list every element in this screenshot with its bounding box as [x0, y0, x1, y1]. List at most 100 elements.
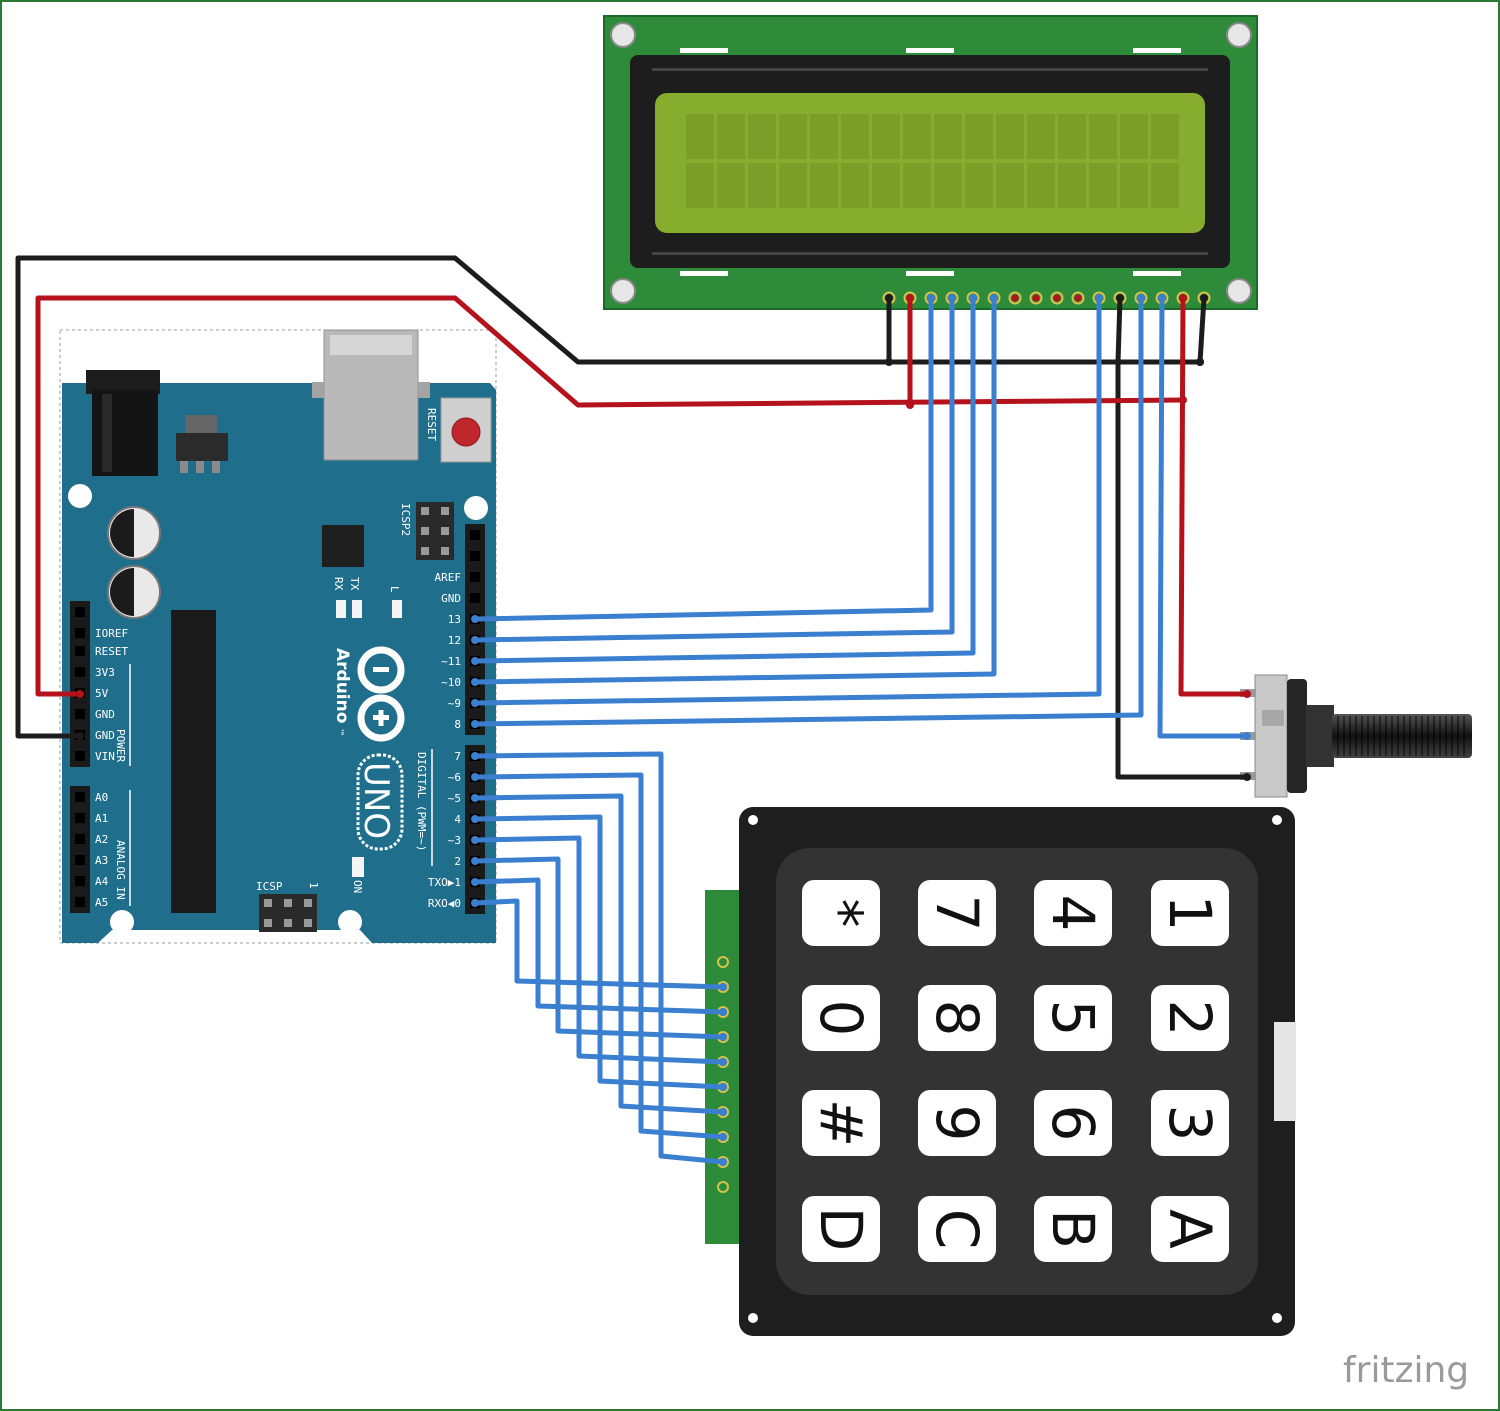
power-header-pin — [75, 667, 85, 677]
keypad-wire — [472, 877, 726, 1015]
keypad-key[interactable]: C — [918, 1196, 996, 1262]
keypad-key[interactable]: B — [1034, 1196, 1112, 1262]
on-led — [352, 857, 364, 877]
pin-label: 12 — [448, 634, 461, 647]
pot-body — [1254, 674, 1288, 798]
lcd-k-wire — [1197, 295, 1207, 365]
capacitor — [107, 565, 161, 619]
lcd-char-cell — [748, 163, 776, 208]
pin-label: A0 — [95, 791, 108, 804]
pot-knob[interactable] — [1332, 714, 1472, 758]
lcd-char-cell — [717, 114, 745, 159]
vcc-wire — [35, 295, 1186, 697]
keypad-key[interactable]: 7 — [918, 880, 996, 946]
pin-label: 4 — [454, 813, 461, 826]
pin-label: TXO▶1 — [428, 876, 461, 889]
fritzing-watermark: fritzing — [1343, 1350, 1469, 1391]
lcd-rw-pot-ground-wire — [1115, 295, 1250, 780]
analog-header — [70, 786, 90, 913]
reset-button[interactable] — [451, 417, 481, 447]
lcd-char-cell — [1027, 114, 1055, 159]
pin-label: GND — [95, 729, 115, 742]
lcd-char-cell — [841, 114, 869, 159]
keypad-wire — [472, 814, 726, 1090]
icsp-pin — [264, 919, 272, 927]
keypad-key-label: 1 — [1156, 895, 1224, 932]
keypad-key-label: 3 — [1156, 1105, 1224, 1142]
pin-label: A1 — [95, 812, 108, 825]
lcd-e-wire — [472, 295, 955, 643]
lcd-char-cell — [841, 163, 869, 208]
pin-label: 2 — [454, 855, 461, 868]
pin-label: RESET — [95, 645, 128, 658]
trademark-label: ™ — [334, 728, 344, 737]
icsp-pin — [304, 919, 312, 927]
keypad-key-label: 8 — [923, 1000, 991, 1037]
lcd-char-cell — [1089, 163, 1117, 208]
pin-label: A2 — [95, 833, 108, 846]
pin-label: 8 — [454, 718, 461, 731]
lcd-mount-hole — [1226, 278, 1252, 304]
l-led — [392, 600, 402, 618]
board-mount-hole — [338, 910, 362, 934]
keypad-key[interactable]: 6 — [1034, 1090, 1112, 1156]
keypad-key[interactable]: 1 — [1151, 880, 1229, 946]
keypad-key-label: 2 — [1156, 1000, 1224, 1037]
power-header-pin — [75, 607, 85, 617]
lcd-d6-wire — [472, 295, 1102, 706]
keypad-pin — [717, 1181, 729, 1193]
lcd-mount-hole — [1226, 22, 1252, 48]
keypad-key-label: C — [923, 1209, 991, 1250]
pin-label: 5V — [95, 687, 109, 700]
lcd-char-cell — [1089, 114, 1117, 159]
digital-header-low — [465, 745, 485, 914]
keypad-key[interactable]: 0 — [802, 985, 880, 1051]
pin-label: ~3 — [448, 834, 461, 847]
icsp-pin — [284, 899, 292, 907]
lcd-char-cell — [779, 114, 807, 159]
pin-label: 13 — [448, 613, 461, 626]
board-mount-hole — [110, 910, 134, 934]
lcd-char-cell — [1120, 114, 1148, 159]
lcd-vo-pot-wiper-wire — [1157, 295, 1250, 739]
analog-header-pin — [75, 792, 85, 802]
keypad-key[interactable]: A — [1151, 1196, 1229, 1262]
wires — [15, 255, 1251, 1166]
keypad-wire — [472, 856, 726, 1040]
pin-label: VIN — [95, 750, 115, 763]
brand-label: Arduino — [332, 648, 352, 723]
icsp2-pin — [441, 547, 449, 555]
keypad-key[interactable]: * — [802, 880, 880, 946]
pin-label: GND — [95, 708, 115, 721]
keypad-key[interactable]: 9 — [918, 1090, 996, 1156]
keypad-key-label: 6 — [1039, 1105, 1107, 1142]
keypad-wire — [472, 793, 726, 1115]
keypad-key[interactable]: 8 — [918, 985, 996, 1051]
keypad-key[interactable]: D — [802, 1196, 880, 1262]
arduino-uno-board: RESET ICSP2 RX TX L — [59, 329, 497, 944]
board-selection-outline — [59, 329, 497, 944]
keypad-key[interactable]: 3 — [1151, 1090, 1229, 1156]
lcd-char-cell — [903, 163, 931, 208]
keypad-key[interactable]: 2 — [1151, 985, 1229, 1051]
keypad-key[interactable]: 5 — [1034, 985, 1112, 1051]
icsp-pin1-label: 1 — [307, 882, 320, 889]
lcd-a-pot-vcc-wire — [1178, 295, 1250, 697]
lcd-mount-hole — [610, 278, 636, 304]
keypad-key[interactable]: 4 — [1034, 880, 1112, 946]
pin-label: A3 — [95, 854, 108, 867]
lcd-mount-hole — [610, 22, 636, 48]
pin-label: 3V3 — [95, 666, 115, 679]
lcd-char-cell — [686, 163, 714, 208]
power-header — [70, 601, 90, 767]
lcd-d4-wire — [472, 295, 976, 664]
analog-header-pin — [75, 813, 85, 823]
keypad-key[interactable]: # — [802, 1090, 880, 1156]
analog-header-pin — [75, 897, 85, 907]
lcd-d5-wire — [472, 295, 997, 685]
lcd-char-cell — [872, 114, 900, 159]
keypad-tab — [1274, 1022, 1296, 1121]
